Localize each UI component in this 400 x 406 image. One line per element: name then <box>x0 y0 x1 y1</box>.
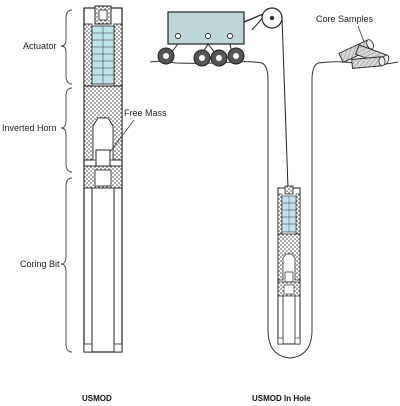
label-free-mass: Free Mass <box>124 108 167 118</box>
caption-usmod: USMOD <box>82 394 112 403</box>
free-mass-leader <box>109 119 135 153</box>
caption-usmod-in-hole: USMOD In Hole <box>252 394 311 403</box>
bracket-inverted-horn <box>60 87 73 173</box>
usmod-device <box>83 5 123 353</box>
rover-wheel <box>227 47 245 65</box>
free-mass <box>95 149 111 167</box>
coring-bit <box>83 188 123 353</box>
core-samples-leader <box>357 25 365 43</box>
rover <box>157 7 283 67</box>
rover-wheel <box>193 49 211 67</box>
inverted-horn <box>83 85 123 161</box>
usmod-in-hole <box>277 185 301 345</box>
label-actuator: Actuator <box>23 41 57 51</box>
label-core-samples: Core Samples <box>316 14 374 24</box>
label-coring-bit: Coring Bit <box>20 259 60 269</box>
piezo-stack <box>91 25 115 85</box>
ground-and-borehole <box>149 60 399 359</box>
core-samples <box>338 39 390 69</box>
label-inverted-horn: Inverted Horn <box>2 123 57 133</box>
piezo-stack-small <box>281 195 297 233</box>
rover-wheel <box>210 49 228 67</box>
rover-body <box>167 11 245 45</box>
tether-cable <box>281 17 289 189</box>
rover-wheel <box>157 47 175 65</box>
bracket-coring-bit <box>60 177 73 353</box>
bracket-actuator <box>60 9 73 85</box>
